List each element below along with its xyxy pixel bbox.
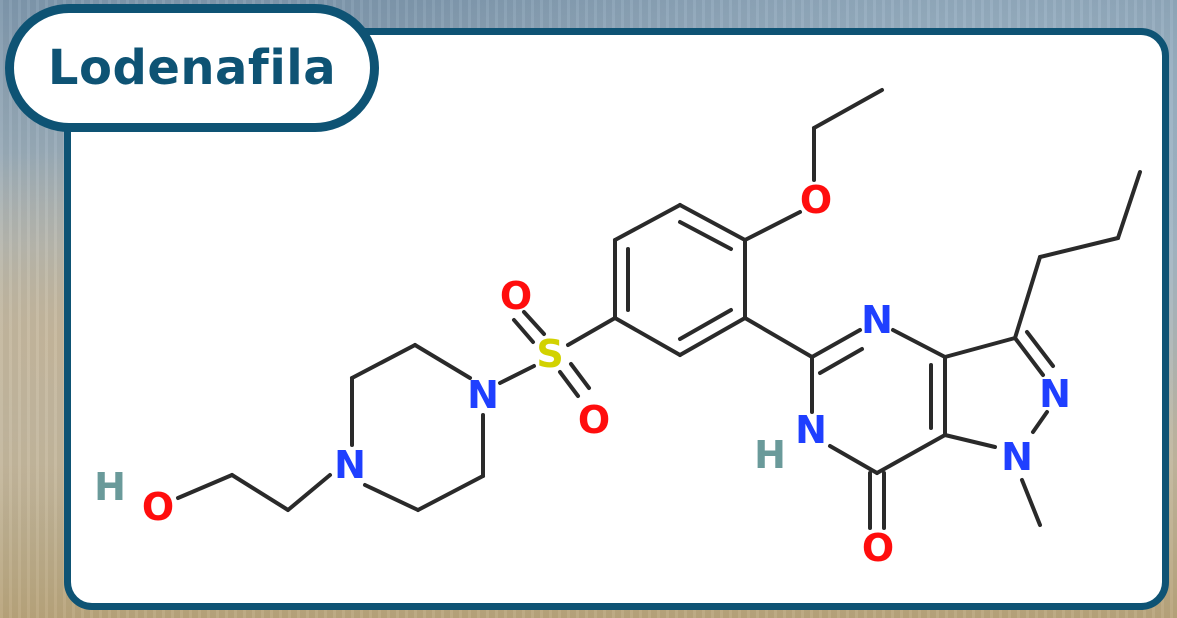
pyrimidinone-ring	[743, 316, 947, 475]
atom-s: S	[536, 332, 563, 376]
atom-n-amide: N	[795, 408, 827, 452]
page-title: Lodenafila	[47, 40, 337, 96]
title-pill: Lodenafila	[5, 4, 379, 132]
hydroxyethyl-chain	[176, 473, 332, 512]
piperazine-ring	[350, 343, 485, 512]
sulfonyl-group	[498, 310, 617, 398]
propyl-chain	[1013, 170, 1142, 340]
atom-n-pyrazole-2: N	[1039, 372, 1071, 416]
atom-o-sulfonyl-bottom: O	[578, 398, 610, 442]
pyrazole-ring	[943, 330, 1055, 449]
atom-o-carbonyl: O	[862, 526, 894, 570]
atom-o-hydroxyl: O	[142, 485, 174, 529]
atom-h-amide: H	[754, 433, 786, 477]
atom-n-pyrazole-1: N	[1001, 435, 1033, 479]
atom-n-piperazine-right: N	[467, 373, 499, 417]
atom-o-ethoxy: O	[800, 178, 832, 222]
atom-n-piperazine-left: N	[334, 443, 366, 487]
carbonyl-group	[868, 471, 886, 530]
ethoxy-group	[743, 88, 884, 242]
atom-n-pyrimidine-top: N	[861, 298, 893, 342]
atom-h-hydroxyl: H	[94, 465, 126, 509]
atom-o-sulfonyl-top: O	[500, 274, 532, 318]
n-methyl-bond	[1020, 478, 1042, 527]
benzene-ring	[613, 203, 747, 357]
